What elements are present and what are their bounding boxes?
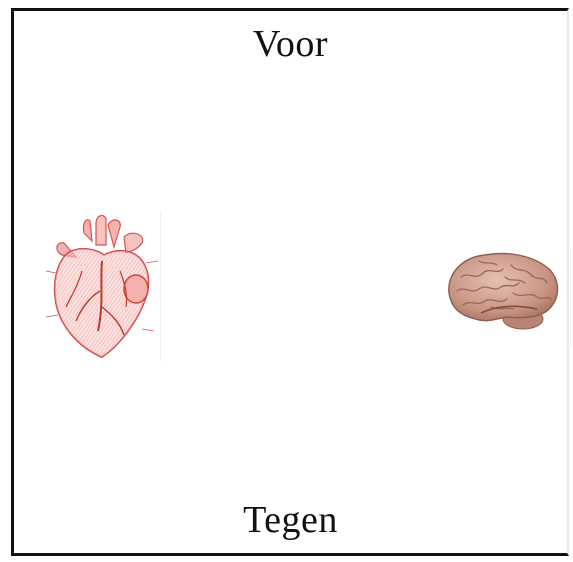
brain-icon (441, 247, 561, 337)
brain-image-edge (570, 247, 571, 347)
voor-label: Voor (14, 25, 567, 63)
comparison-frame: Voor (11, 8, 569, 556)
tegen-label: Tegen (14, 501, 567, 539)
heart-icon (42, 211, 161, 361)
